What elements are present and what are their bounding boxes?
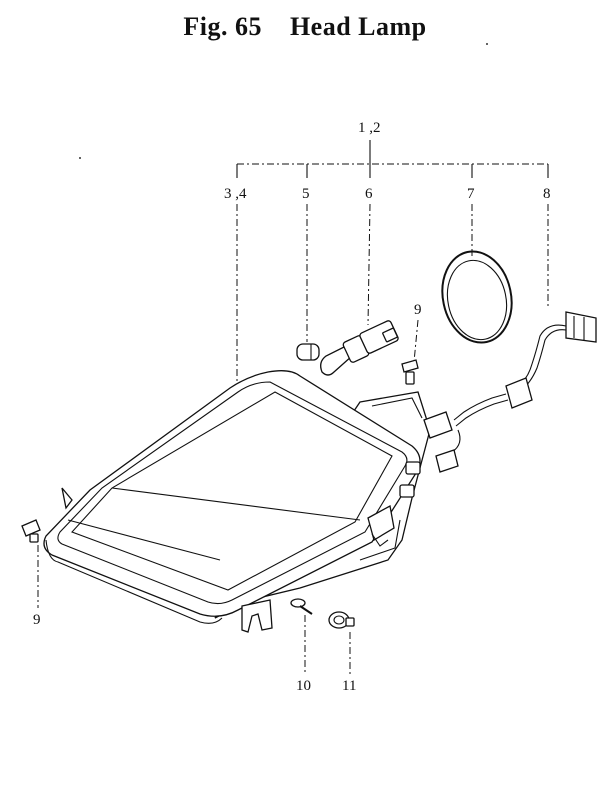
figure-number: Fig. 65 (183, 12, 262, 41)
callout-8: 8 (543, 186, 551, 202)
part-10-pin (290, 598, 313, 615)
figure-title: Fig. 65 Head Lamp (0, 12, 610, 42)
scan-dot (79, 157, 81, 159)
callout-6: 6 (365, 186, 373, 202)
callout-10: 10 (296, 678, 311, 694)
part-11-grommet (328, 611, 355, 629)
callout-9-upper: 9 (414, 302, 422, 318)
group-bracket (236, 140, 549, 178)
callout-labels: 1 ,2 3 ,4 5 6 7 8 9 9 10 11 (33, 120, 551, 694)
part-9-screw-left (21, 519, 41, 543)
callout-5: 5 (302, 186, 310, 202)
callout-9-left: 9 (33, 612, 41, 628)
scan-dot (486, 43, 488, 45)
part-8-wire-harness (423, 311, 597, 473)
callout-11: 11 (342, 678, 356, 694)
figure-name: Head Lamp (289, 12, 427, 41)
callout-1-2: 1 ,2 (358, 120, 381, 136)
callout-7: 7 (467, 186, 475, 202)
part-6-headlamp-bulb (320, 320, 399, 376)
callout-3-4: 3 ,4 (224, 186, 247, 202)
lamp-housing (43, 370, 431, 633)
part-9-screw-upper (401, 359, 419, 385)
part-7-seal-ring (441, 250, 513, 344)
part-5-position-bulb (296, 343, 320, 361)
